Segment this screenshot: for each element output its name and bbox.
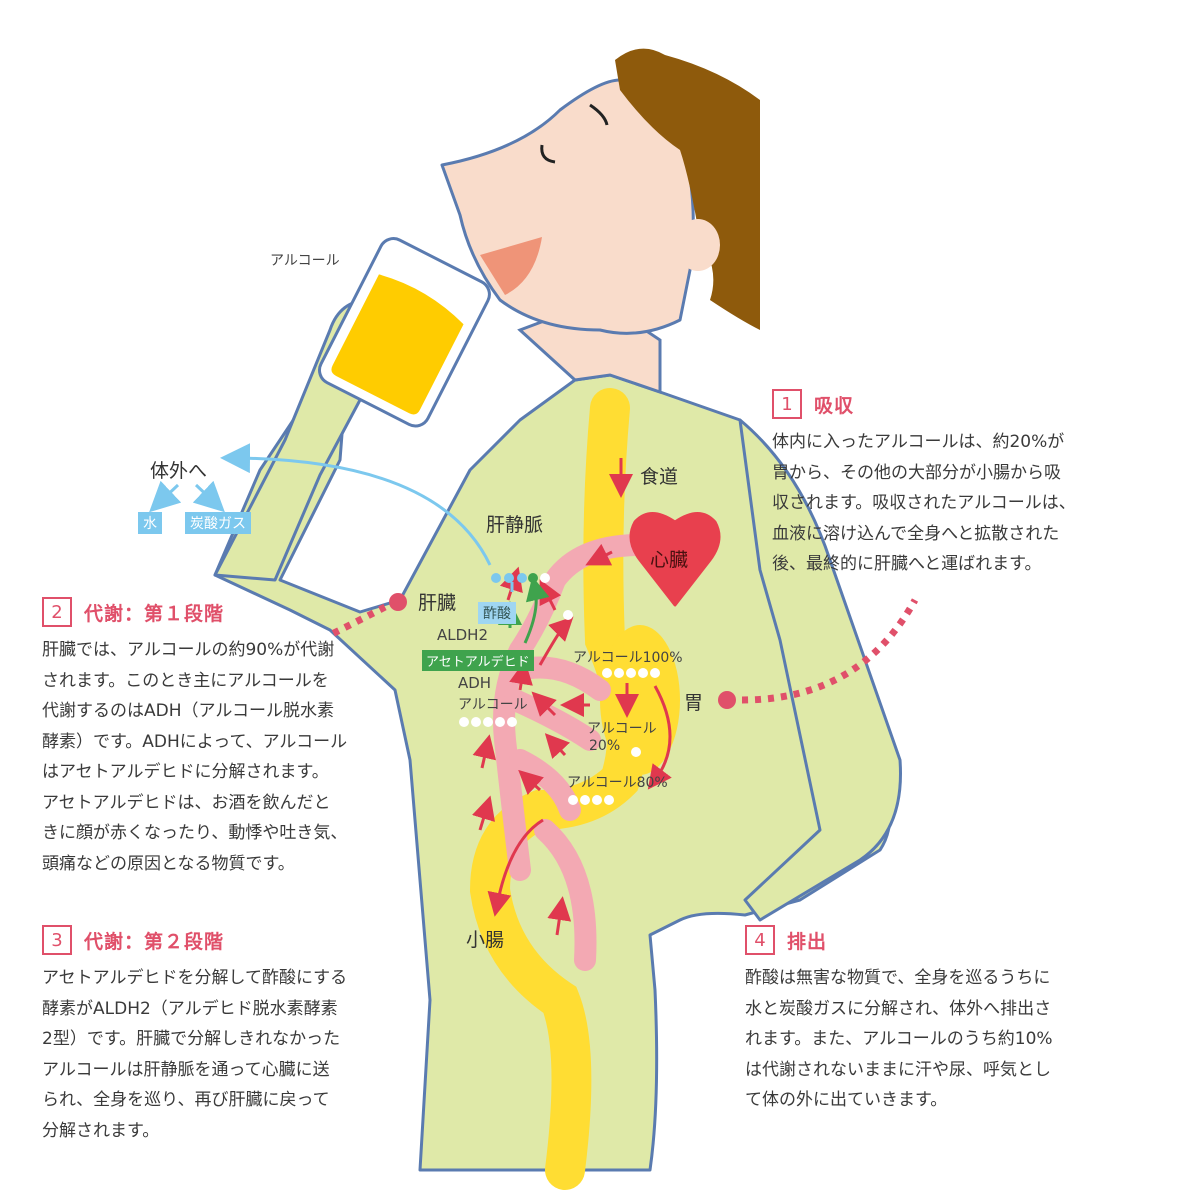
section-title: 代謝：第１段階 xyxy=(84,602,225,625)
liver-alcohol-label: アルコール xyxy=(458,697,528,713)
section-number: 4 xyxy=(745,925,775,955)
liver-label: 肝臓 xyxy=(418,592,457,614)
stomach-label: 胃 xyxy=(684,692,704,714)
hip-arm xyxy=(738,418,902,922)
section-number: 2 xyxy=(42,597,72,627)
heart-label: 心臓 xyxy=(650,549,689,571)
hair xyxy=(615,48,760,331)
alcohol-80-label: アルコール80% xyxy=(567,775,668,791)
acetaldehyde-tag: アセトアルデヒド xyxy=(422,650,534,671)
adh-label: ADH xyxy=(458,674,492,692)
molecule-dots xyxy=(459,573,660,805)
section-title: 排出 xyxy=(787,930,828,953)
section-body: 肝臓では、アルコールの約90%が代謝 されます。このとき主にアルコールを 代謝す… xyxy=(42,640,348,874)
section-title: 代謝：第２段階 xyxy=(84,930,225,953)
section-body: 酢酸は無害な物質で、全身を巡るうちに 水と炭酸ガスに分解され、体外へ排出さ れま… xyxy=(745,968,1053,1110)
eye-icon xyxy=(589,103,609,126)
outside-body-label: 体外へ xyxy=(150,460,208,482)
esophagus-label: 食道 xyxy=(640,466,679,488)
beer-glass-icon xyxy=(318,237,491,428)
leader-lines xyxy=(328,593,919,709)
hepatic-vein-label: 肝静脈 xyxy=(486,514,544,536)
section-absorption: 1 吸収 体内に入ったアルコールは、約20%が 胃から、その他の大部分が小腸から… xyxy=(772,389,1162,580)
water-tag: 水 xyxy=(138,512,162,534)
small-intestine-label: 小腸 xyxy=(466,929,505,951)
section-body: 体内に入ったアルコールは、約20%が 胃から、その他の大部分が小腸から吸 収され… xyxy=(772,432,1076,574)
drink-label: アルコール xyxy=(270,253,340,269)
alcohol-20-label-line1: アルコール xyxy=(587,721,657,737)
blood-flow-arrows xyxy=(472,458,672,936)
co2-tag: 炭酸ガス xyxy=(185,512,251,534)
heart-icon xyxy=(629,512,721,607)
alcohol-20-label-line2: 20% xyxy=(589,738,621,754)
section-number: 1 xyxy=(772,389,802,419)
aldh2-label: ALDH2 xyxy=(437,626,488,644)
alcohol-100-label: アルコール100% xyxy=(573,650,683,666)
section-excretion: 4 排出 酢酸は無害な物質で、全身を巡るうちに 水と炭酸ガスに分解され、体外へ排… xyxy=(745,925,1155,1116)
acetic-acid-tag: 酢酸 xyxy=(478,602,516,624)
section-body: アセトアルデヒドを分解して酢酸にする 酵素がALDH2（アルデヒド脱水素酵素 2… xyxy=(42,968,348,1141)
digestive-tract xyxy=(469,388,648,1190)
eye-icon xyxy=(540,144,556,164)
mouth xyxy=(480,237,542,295)
section-title: 吸収 xyxy=(814,394,855,417)
section-metabolism-stage1: 2 代謝：第１段階 肝臓では、アルコールの約90%が代謝 されます。このとき主に… xyxy=(42,597,422,879)
section-metabolism-stage2: 3 代謝：第２段階 アセトアルデヒドを分解して酢酸にする 酵素がALDH2（アル… xyxy=(42,925,432,1146)
section-number: 3 xyxy=(42,925,72,955)
